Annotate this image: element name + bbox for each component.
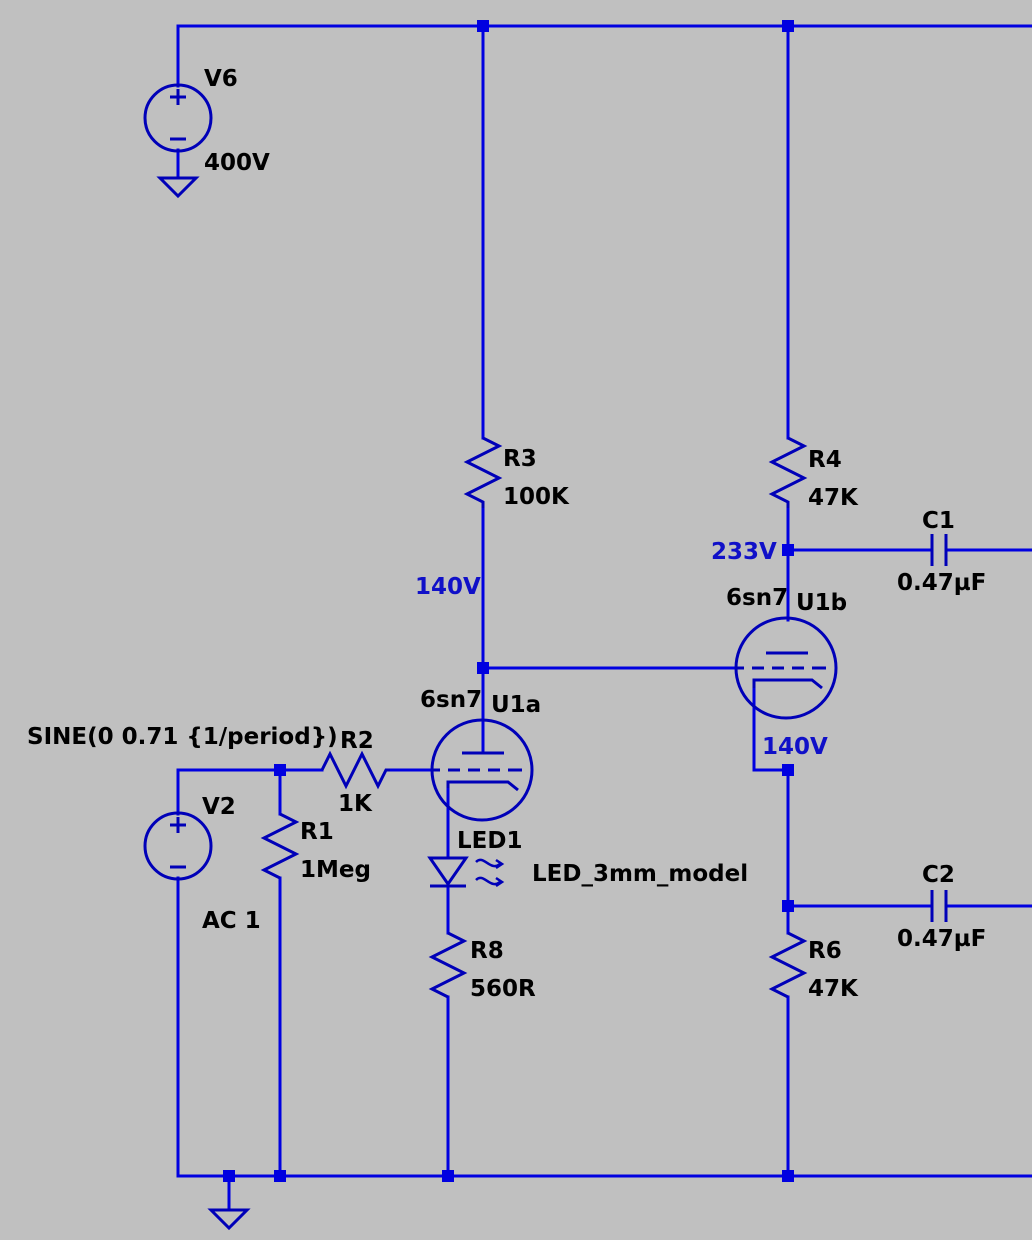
junction-dot [782,20,794,32]
c2-name-label: C2 [922,862,955,888]
r2-value-label: 1K [338,791,373,817]
v2-name-label: V2 [202,794,236,820]
c1-value-label: 0.47µF [897,570,986,596]
v2-source-circle [143,811,213,881]
r1-resistor[interactable] [260,812,300,880]
u1b-name-label: U1b [796,590,847,616]
junction-dot [782,764,794,776]
r3-resistor[interactable] [463,436,503,508]
junction-dot [477,662,489,674]
r4-name-label: R4 [808,447,842,473]
r6-resistor[interactable] [768,931,808,999]
r3-name-label: R3 [503,446,537,472]
v2-value-label: AC 1 [202,908,261,934]
junction-dot [782,544,794,556]
r6-value-label: 47K [808,976,859,1002]
plus-icon [170,817,186,833]
u1b-triode[interactable] [734,616,838,720]
r1-value-label: 1Meg [300,857,371,883]
junction-dots [223,20,794,1182]
r1-name-label: R1 [300,819,334,845]
u1b-cathode-wire[interactable] [752,686,790,772]
led-triangle [427,856,469,887]
junction-dot [274,764,286,776]
v2-voltage-source[interactable] [143,811,213,881]
u1b-cathode-voltage-label: 140V [762,734,828,760]
r3-value-label: 100K [503,484,570,510]
u1b-model-label: 6sn7 [726,585,788,611]
wires [176,24,1032,1212]
v6-source-circle [143,83,213,153]
r4-resistor[interactable] [768,436,808,508]
v6-name-label: V6 [204,66,238,92]
c2-capacitor[interactable] [930,890,948,922]
ground-icon [156,176,200,199]
r2-name-label: R2 [340,728,374,754]
led1-name-label: LED1 [457,828,522,854]
junction-dot [477,20,489,32]
c1-capacitor[interactable] [930,534,948,566]
junction-dot [782,900,794,912]
r4-value-label: 47K [808,485,859,511]
junction-dot [782,1170,794,1182]
u1a-cathode [446,780,519,792]
c2-value-label: 0.47µF [897,926,986,952]
u1a-plate-voltage-label: 140V [415,574,481,600]
ground-icon [207,1208,251,1231]
r8-resistor[interactable] [428,931,468,999]
v6-value-label: 400V [204,150,270,176]
junction-dot [274,1170,286,1182]
u1a-name-label: U1a [491,692,541,718]
r6-name-label: R6 [808,938,842,964]
c1-name-label: C1 [922,508,955,534]
u1a-model-label: 6sn7 [420,687,482,713]
r8-name-label: R8 [470,938,504,964]
r8-value-label: 560R [470,976,536,1002]
u1b-cathode [752,678,823,690]
junction-dot [223,1170,235,1182]
v6-voltage-source[interactable] [143,83,213,153]
v2-function-label: SINE(0 0.71 {1/period}) [27,724,338,750]
r2-resistor[interactable] [320,750,390,790]
led1-model-label: LED_3mm_model [532,861,748,887]
u1a-triode[interactable] [430,718,534,822]
junction-dot [442,1170,454,1182]
u1b-plate-voltage-label: 233V [711,539,777,565]
plus-icon [170,89,186,105]
led1-diode[interactable] [427,856,505,888]
light-emission-icon [475,858,505,888]
